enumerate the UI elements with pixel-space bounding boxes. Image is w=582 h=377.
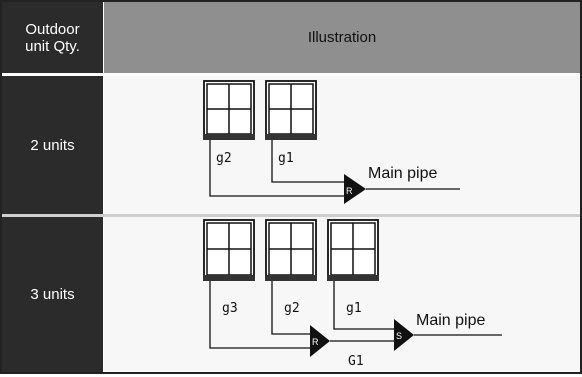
row-2-units-qty: 2 units [30,136,75,154]
joint-label-r: R [312,337,319,347]
joint-label-s: S [396,331,402,341]
row-2-units-qty-cell: 2 units [2,76,103,214]
header-illustration: Illustration [104,2,580,73]
row-3-units-qty-cell: 3 units [2,217,103,372]
header-outdoor-unit-qty: Outdoor unit Qty. [2,2,103,73]
row-2-units-illustration: R g2 g1 Main pipe [104,76,580,214]
outdoor-unit-icon [327,219,379,281]
branch-label-g3: g3 [222,301,238,316]
header-illustration-label: Illustration [307,29,377,46]
outdoor-unit-icon [265,80,317,140]
pipe-lines [209,281,502,349]
branch-joint-icon: R [310,325,330,357]
segment-label-g1: G1 [348,354,364,369]
outdoor-unit-icon [265,219,317,281]
row-divider [2,214,580,217]
outdoor-unit-icon [203,80,255,140]
pipe-lines [209,140,460,197]
two-unit-piping-diagram: R g2 g1 Main pipe [203,80,460,204]
branch-label-g1: g1 [278,151,294,166]
row-3-units-qty: 3 units [30,286,75,303]
main-pipe-label: Main pipe [416,312,485,329]
branch-label-g2: g2 [216,151,232,166]
branch-joint-icon: R [344,174,366,204]
three-unit-piping-diagram: R S g3 g2 g1 G1 Main pipe [203,219,502,369]
outdoor-unit-icon [203,219,255,281]
branch-label-g1: g1 [346,301,362,316]
header-qty-label: Outdoor unit Qty. [25,20,80,55]
branch-joint-icon: S [394,319,414,351]
branch-label-g2: g2 [284,301,300,316]
joint-label-r: R [346,186,353,196]
main-pipe-label: Main pipe [368,165,437,182]
row-3-units-illustration: R S g3 g2 g1 G1 Main pipe [104,217,580,372]
